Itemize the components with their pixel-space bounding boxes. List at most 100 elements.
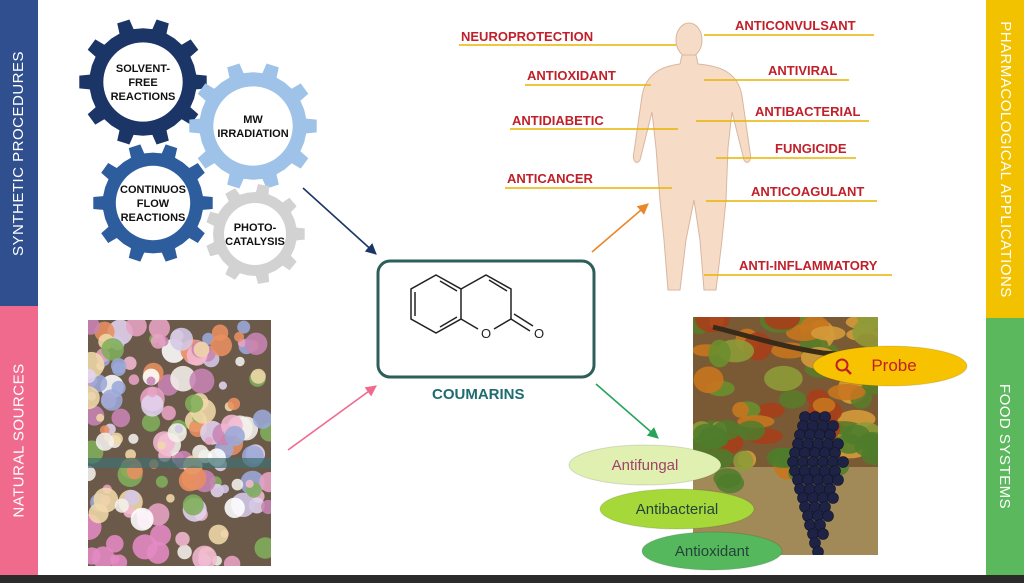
- gear-hub: [224, 203, 286, 265]
- gear-hub: [115, 165, 191, 241]
- flower-blob: [181, 465, 207, 491]
- flower-blob: [223, 555, 241, 566]
- flower-blob: [174, 424, 184, 434]
- arrow-coumarins-to-pharma: [591, 203, 649, 253]
- flower-blob: [111, 380, 126, 395]
- flower-blob: [169, 327, 193, 351]
- flower-blob: [95, 432, 114, 451]
- flower-blob: [192, 545, 217, 566]
- pharma-label-left: ANTIDIABETIC: [512, 113, 604, 128]
- flower-blob: [220, 484, 230, 494]
- flower-blob: [224, 497, 245, 518]
- flower-blob: [204, 436, 213, 445]
- flower-blob: [234, 331, 245, 342]
- flower-blob: [111, 408, 131, 428]
- pharma-label-left: ANTIOXIDANT: [527, 68, 616, 83]
- flower-blob: [126, 320, 147, 337]
- flower-blob: [141, 394, 164, 417]
- grape-berry: [812, 546, 824, 555]
- grape-berry: [827, 492, 839, 504]
- coumarins-title: COUMARINS: [432, 386, 525, 403]
- flower-blob: [106, 535, 124, 553]
- flower-blob: [252, 409, 271, 429]
- flower-market-photo: [88, 320, 271, 566]
- flower-blob: [170, 365, 196, 392]
- flower-blob: [231, 478, 244, 491]
- flower-blob: [88, 320, 100, 335]
- flower-blob: [189, 368, 215, 394]
- carbonyl-oxygen-label: O: [534, 326, 544, 341]
- arrow-synthesis-to-coumarins: [302, 187, 377, 255]
- vine-foliage: [842, 424, 870, 445]
- flower-blob: [150, 524, 172, 546]
- gear-label-line: SOLVENT-: [116, 63, 171, 75]
- grape-berry: [837, 456, 849, 468]
- flower-blob: [224, 425, 245, 447]
- food-systems-bar: FOOD SYSTEMS: [986, 318, 1024, 575]
- vine-foliage: [699, 429, 728, 450]
- flower-blob: [88, 386, 100, 410]
- grape-berry: [832, 474, 844, 486]
- flower-blob: [88, 368, 96, 384]
- flower-blob: [147, 387, 158, 398]
- gear-hub: [213, 86, 293, 166]
- flower-blob: [261, 499, 271, 515]
- vine-leaf: [732, 402, 749, 418]
- gear-label-line: PHOTO-: [234, 222, 277, 234]
- flower-blob: [166, 494, 175, 503]
- flower-bucket-row: [88, 458, 271, 468]
- flower-blob: [237, 320, 251, 334]
- flower-blob: [132, 534, 158, 560]
- pharmacological-labels: NEUROPROTECTION ANTIOXIDANT ANTIDIABETIC AN…: [459, 18, 892, 276]
- vine-leaf: [693, 366, 724, 394]
- flower-blob: [177, 544, 192, 560]
- flower-blob: [157, 441, 166, 450]
- flower-blob: [99, 425, 110, 435]
- flower-blob: [92, 546, 115, 566]
- flower-blob: [123, 356, 137, 370]
- arrow-coumarins-to-food: [595, 383, 659, 439]
- vine-leaf: [764, 365, 803, 392]
- flower-blob: [146, 376, 156, 386]
- flower-blob: [128, 433, 139, 444]
- natural-sources-bar: NATURAL SOURCES: [0, 306, 38, 575]
- gear-4: PHOTO- CATALYSIS: [206, 184, 305, 284]
- pharma-label-right: ANTICOAGULANT: [751, 184, 864, 199]
- vine-leaf: [827, 384, 866, 401]
- pharmacological-applications-bar: PHARMACOLOGICAL APPLICATIONS: [986, 0, 1024, 318]
- grape-berry: [817, 528, 829, 540]
- flower-blob: [141, 413, 161, 432]
- gear-label-line: FLOW: [137, 198, 170, 210]
- flower-blob: [128, 374, 140, 385]
- flower-blob: [175, 531, 190, 547]
- flower-blob: [93, 487, 119, 513]
- gear-label-line: CONTINUOS: [120, 184, 186, 196]
- gear-label-line: CATALYSIS: [225, 236, 285, 248]
- synthesis-gears: SOLVENT-FREEREACTIONSMWIRRADIATIONCONTIN…: [79, 19, 317, 284]
- arrow-natural-to-coumarins: [287, 385, 377, 451]
- flower-blob: [110, 554, 120, 564]
- vine-leaf: [810, 326, 846, 341]
- gear-label-line: MW: [243, 114, 263, 126]
- flower-blob: [182, 494, 204, 516]
- flower-blob: [111, 358, 127, 374]
- flower-blob: [96, 413, 105, 422]
- vine-leaf: [764, 317, 801, 330]
- vine-leaf: [757, 402, 785, 418]
- flower-blob: [245, 479, 254, 488]
- flower-blob: [114, 498, 129, 513]
- pharma-label-left: NEUROPROTECTION: [461, 29, 593, 44]
- flower-blob: [245, 332, 268, 355]
- flower-blob: [218, 381, 227, 390]
- flower-blob: [210, 334, 232, 357]
- vine-leaf: [778, 390, 806, 409]
- flower-blob: [254, 537, 271, 559]
- vine-foliage: [716, 473, 745, 494]
- flower-blob: [193, 341, 210, 358]
- pharma-label-right: ANTIVIRAL: [768, 63, 837, 78]
- human-body-figure: [633, 22, 751, 291]
- vine-leaf: [852, 317, 878, 348]
- vine-leaf: [812, 397, 836, 413]
